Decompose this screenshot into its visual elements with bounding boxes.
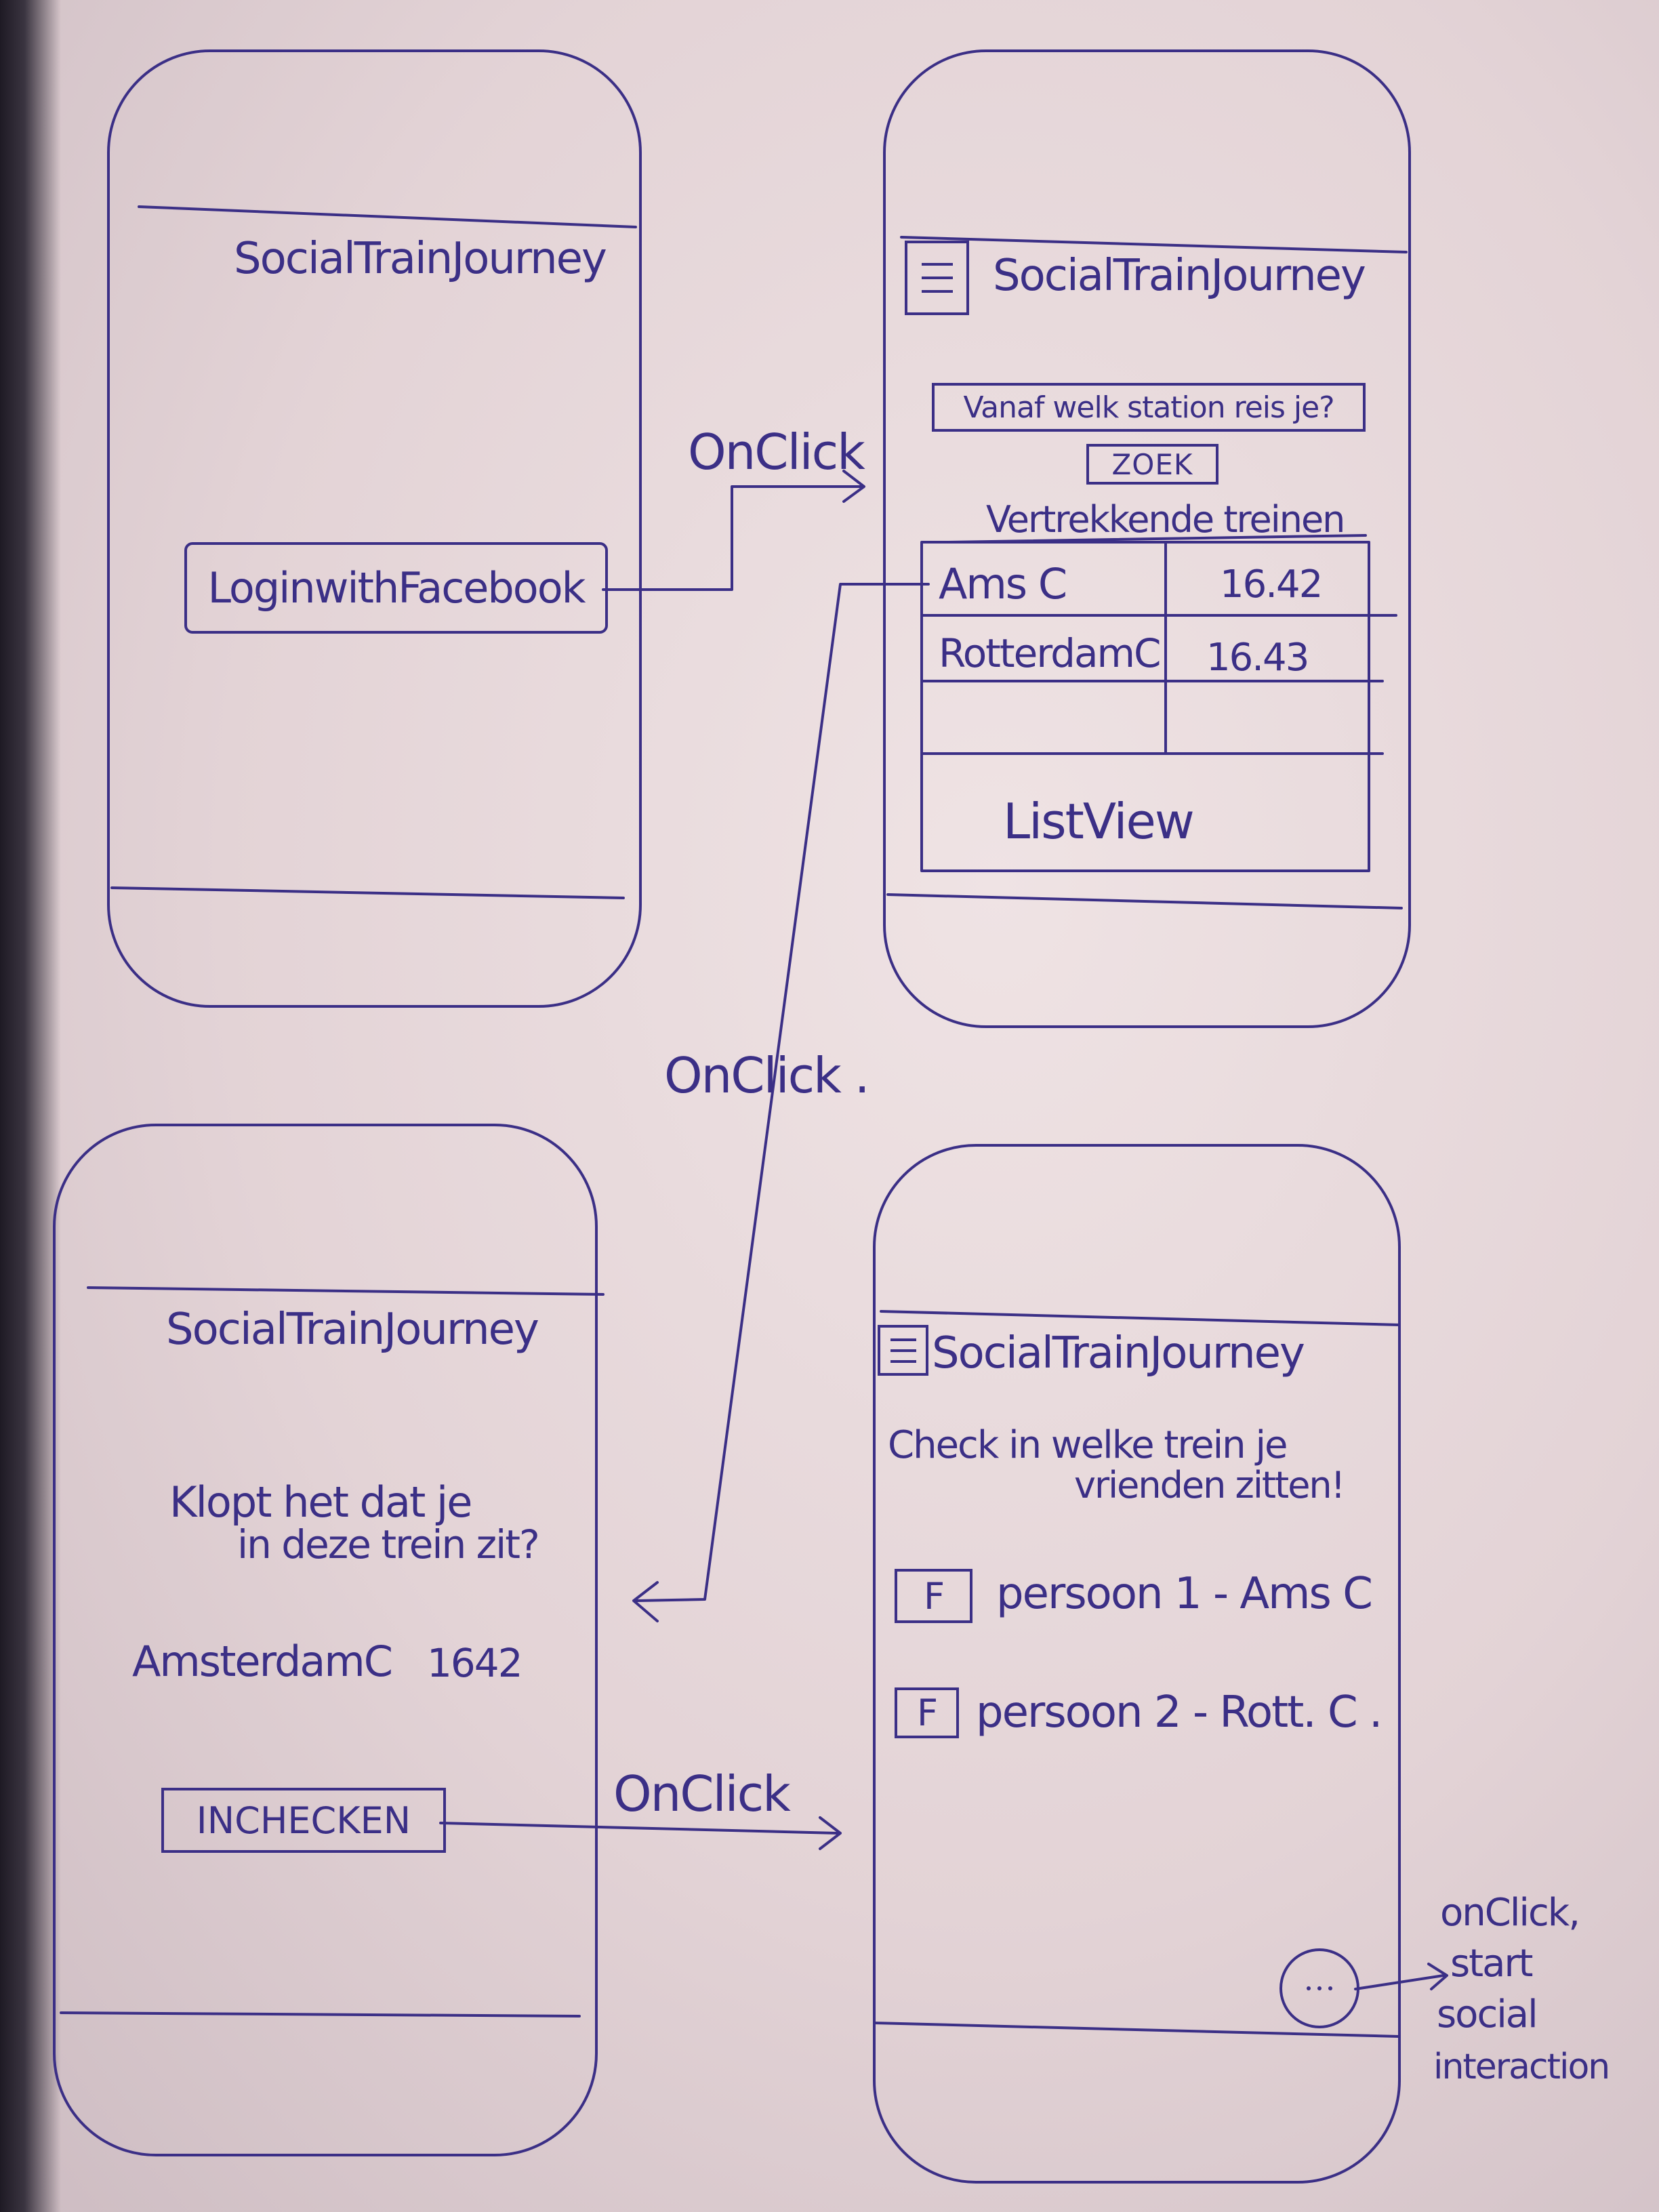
phone-frame-confirm [53,1124,598,2156]
fab-note-line2: start [1450,1942,1533,1986]
search-screen-title: SocialTrainJourney [993,251,1366,301]
arrow-login-to-search [602,485,862,591]
arrow-login-to-search-head [842,470,865,503]
phone-login-bottom-divider [110,886,625,899]
phone-confirm-top-divider [87,1286,605,1296]
arrow-fab-note-head [1427,1963,1448,1990]
confirm-time: 1642 [427,1640,523,1686]
search-button[interactable]: ZOEK [1086,444,1218,485]
paper-edge-shadow [0,0,61,2212]
phone-friends-bottom-divider [873,2022,1401,2038]
arrow3-label: OnClick [613,1765,791,1822]
friend-1-label[interactable]: persoon 1 - Ams C [996,1569,1373,1619]
hamburger-icon[interactable] [878,1325,928,1376]
fab-note-line3: social [1437,1992,1538,2036]
checkin-button[interactable]: INCHECKEN [161,1788,446,1853]
phone-frame-login [107,49,642,1008]
phone-frame-search [883,49,1411,1028]
phone-search-top-divider [900,236,1408,253]
login-screen-title: SocialTrainJourney [234,234,607,284]
login-button-label: LoginwithFacebook [207,563,586,613]
confirm-station: AmsterdamC [132,1637,393,1686]
friends-screen-title: SocialTrainJourney [932,1328,1305,1378]
chat-bubble-icon[interactable] [1279,1948,1359,2028]
friend-1-badge-letter: F [923,1574,945,1618]
hamburger-icon[interactable] [905,241,969,315]
confirm-screen-title: SocialTrainJourney [166,1305,539,1355]
departures-heading-underline [947,534,1367,544]
station-search-placeholder: Vanaf welk station reis je? [963,390,1334,425]
arrow-departure-to-confirm-head [632,1581,659,1622]
listview-label: ListView [1003,793,1195,850]
confirm-question-line2: in deze trein zit? [237,1521,540,1568]
friends-intro-line1: Check in welke trein je [888,1423,1288,1467]
friend-2-label[interactable]: persoon 2 - Rott. C . [976,1687,1382,1738]
arrow1-label: OnClick [688,424,865,480]
search-button-label: ZOEK [1111,447,1193,481]
departures-heading: Vertrekkende treinen [986,498,1345,541]
station-search-input[interactable]: Vanaf welk station reis je? [932,383,1366,432]
phone-search-bottom-divider [886,893,1403,909]
arrow-confirm-to-friends-head [819,1816,842,1850]
friend-2-badge[interactable]: F [895,1687,959,1738]
checkin-button-label: INCHECKEN [196,1799,411,1842]
arrow-confirm-to-friends [439,1822,838,1835]
departure-row-1-station[interactable]: Ams C [939,559,1067,609]
phone-login-top-divider [138,205,637,228]
friend-1-badge[interactable]: F [895,1569,972,1623]
arrow-fab-note [1354,1974,1445,1990]
phone-confirm-bottom-divider [60,2011,581,2018]
fab-note-line4: interaction [1433,2047,1610,2087]
departure-row-2-time[interactable]: 16.43 [1206,636,1309,680]
friend-2-badge-letter: F [916,1692,938,1734]
confirm-question-line1: Klopt het dat je [169,1477,472,1527]
departures-table-frame [920,541,1370,872]
arrow-departure-to-confirm [636,583,930,1602]
phone-frame-friends [873,1144,1401,2184]
login-with-facebook-button[interactable]: LoginwithFacebook [184,542,608,634]
fab-note-line1: onClick, [1440,1891,1580,1935]
departure-row-2-station[interactable]: RotterdamC [939,630,1162,676]
friends-intro-line2: vrienden zitten! [1074,1464,1345,1507]
departure-row-1-time[interactable]: 16.42 [1220,562,1323,607]
phone-friends-top-divider [880,1310,1401,1326]
arrow2-label: OnClick . [664,1047,870,1104]
